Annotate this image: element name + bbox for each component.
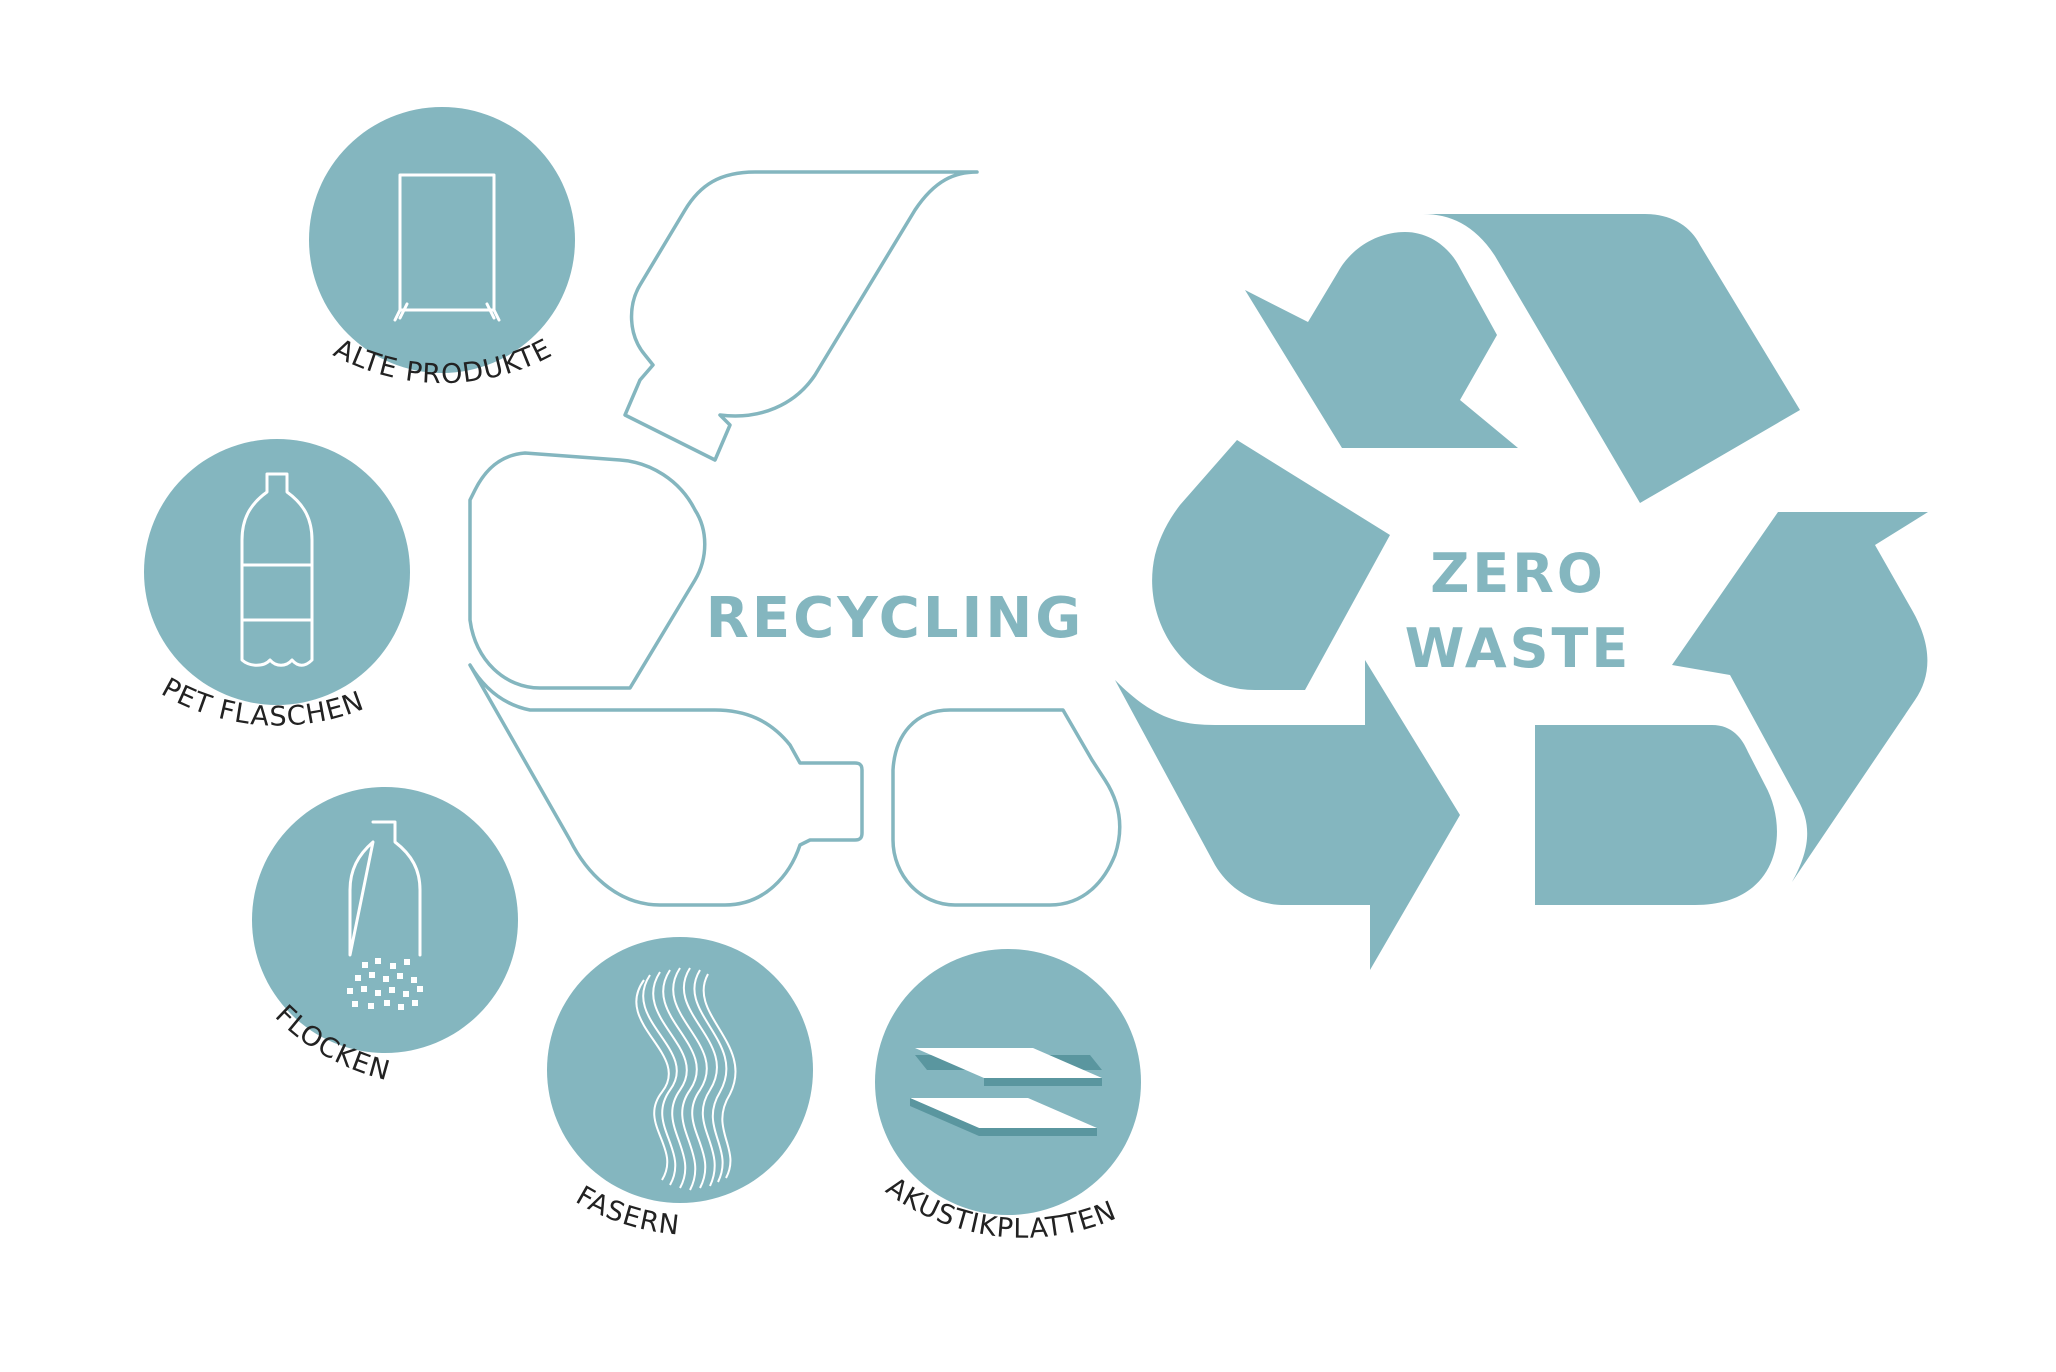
stage-flocken: FLOCKEN: [252, 787, 518, 1087]
recycle-arrow-bottom-right: [1535, 725, 1777, 905]
acoustic-panels-icon: [910, 1048, 1102, 1136]
stage-pet-flaschen: PET FLASCHEN: [144, 439, 410, 733]
stage-akustikplatten: AKUSTIKPLATTEN: [875, 949, 1141, 1245]
fibers-icon: [635, 967, 737, 1191]
bottle-outline-right-cap: [891, 708, 1122, 907]
recycle-arrow-right: [1672, 512, 1928, 882]
bottle-outline-top: [623, 170, 979, 462]
recycling-title: RECYCLING: [706, 586, 1084, 651]
bottle-outline-left-cap: [468, 451, 707, 690]
stage-fasern: FASERN: [547, 937, 813, 1242]
zero-waste-line2: WASTE: [1405, 617, 1632, 680]
recycle-arrow-left: [1152, 440, 1390, 690]
display-stand-icon: [393, 173, 501, 322]
recycle-arrow-bottom-left: [1115, 660, 1460, 970]
recycle-arrow-top-left: [1245, 232, 1518, 448]
flakes-icon: [347, 820, 423, 1010]
stage-circle: [547, 937, 813, 1203]
stage-circle: [252, 787, 518, 1053]
bottle-recycle-outline: [468, 170, 1122, 907]
bottle-outline-bottom: [468, 663, 864, 907]
zero-waste-line1: ZERO: [1430, 542, 1606, 605]
stage-circle: [309, 107, 575, 373]
recycle-arrows-icon: [1115, 214, 1928, 970]
pet-bottle-icon: [240, 472, 314, 667]
stage-circle: [144, 439, 410, 705]
stage-alte-produkte: ALTE PRODUKTE: [309, 107, 575, 390]
recycle-arrow-top: [1423, 214, 1800, 503]
